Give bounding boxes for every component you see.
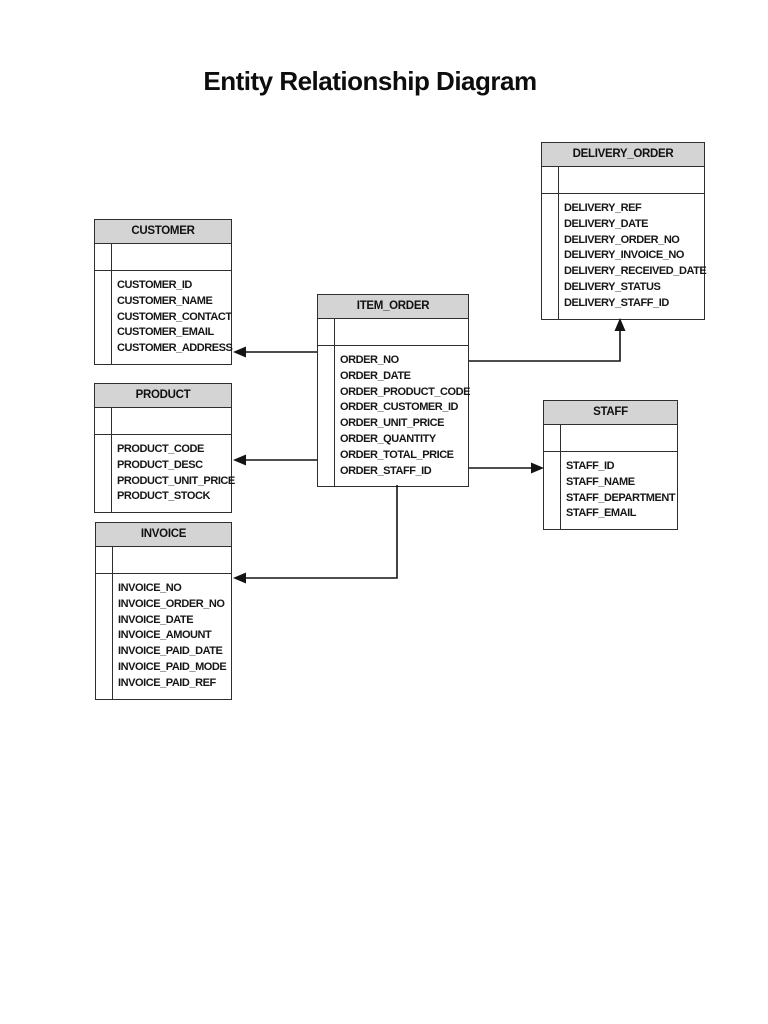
- entity-field-list: INVOICE_NO INVOICE_ORDER_NO INVOICE_DATE IN…: [96, 574, 231, 699]
- entity-field: ORDER_QUANTITY: [340, 432, 436, 445]
- arrowhead-item-order-to-delivery-order: [614, 318, 626, 331]
- entity-field: DELIVERY_INVOICE_NO: [564, 249, 685, 262]
- entity-title-delivery-order: DELIVERY_ORDER: [542, 143, 704, 167]
- entity-field: CUSTOMER_ADDRESS: [117, 342, 233, 355]
- entity-field: ORDER_CUSTOMER_ID: [340, 401, 459, 414]
- entity-field: INVOICE_NO: [118, 582, 182, 594]
- entity-field-list: DELIVERY_REF DELIVERY_DATE DELIVERY_ORDER_…: [542, 194, 707, 319]
- entity-key-row: [95, 408, 231, 435]
- entity-field: PRODUCT_STOCK: [117, 490, 210, 503]
- entity-field: INVOICE_PAID_REF: [118, 676, 216, 689]
- entity-field: ORDER_PRODUCT_CODE: [340, 385, 471, 398]
- entity-key-column-divider: [111, 408, 112, 513]
- entity-item-order: ITEM_ORDER ORDER_NO ORDER_DATE ORDER_PRODUC…: [317, 294, 471, 488]
- entity-field-list: STAFF_ID STAFF_NAME STAFF_DEPARTMENT STAFF_…: [544, 452, 677, 529]
- entity-field: DELIVERY_STAFF_ID: [564, 296, 669, 309]
- entity-field: INVOICE_PAID_DATE: [118, 645, 223, 658]
- entity-field: INVOICE_ORDER_NO: [118, 597, 225, 610]
- entity-field: INVOICE_PAID_MODE: [118, 660, 227, 673]
- entity-field: INVOICE_AMOUNT: [118, 629, 212, 642]
- entity-field: DELIVERY_DATE: [564, 217, 648, 230]
- arrowhead-item-order-to-product: [233, 454, 246, 466]
- entity-field-list: PRODUCT_CODE PRODUCT_DESC PRODUCT_UNIT_PRI…: [95, 435, 235, 512]
- entity-field: STAFF_EMAIL: [566, 507, 637, 520]
- entity-title-staff: STAFF: [544, 401, 677, 425]
- entity-field-list: CUSTOMER_ID CUSTOMER_NAME CUSTOMER_CONTACT…: [95, 271, 233, 364]
- entity-field: DELIVERY_ORDER_NO: [564, 233, 680, 246]
- entity-field: PRODUCT_DESC: [117, 458, 203, 471]
- connector-item-order-to-delivery-order: [469, 331, 621, 362]
- entity-field: ORDER_STAFF_ID: [340, 464, 432, 477]
- entity-key-column-divider: [558, 167, 559, 319]
- entity-field: STAFF_DEPARTMENT: [566, 491, 676, 504]
- entity-field: INVOICE_DATE: [118, 613, 194, 626]
- entity-field: ORDER_UNIT_PRICE: [340, 417, 445, 430]
- entity-field: CUSTOMER_CONTACT: [117, 310, 232, 323]
- entity-title-invoice: INVOICE: [96, 523, 231, 547]
- entity-key-column-divider: [111, 244, 112, 364]
- entity-product: PRODUCT PRODUCT_CODE PRODUCT_DESC PRODUCT_U…: [94, 383, 235, 514]
- entity-field: DELIVERY_REF: [564, 202, 642, 214]
- entity-key-row: [96, 547, 231, 574]
- entity-title-item-order: ITEM_ORDER: [318, 295, 468, 319]
- entity-key-row: [542, 167, 704, 194]
- entity-field: STAFF_NAME: [566, 475, 635, 488]
- entity-field: DELIVERY_STATUS: [564, 280, 661, 293]
- arrowhead-item-order-to-customer: [233, 346, 246, 358]
- entity-field: CUSTOMER_NAME: [117, 294, 213, 307]
- entity-field: STAFF_ID: [566, 460, 615, 472]
- entity-field: ORDER_TOTAL_PRICE: [340, 448, 454, 461]
- entity-field: PRODUCT_CODE: [117, 443, 204, 455]
- entity-key-column-divider: [334, 319, 335, 487]
- arrowhead-item-order-to-invoice: [233, 572, 246, 584]
- entity-field: PRODUCT_UNIT_PRICE: [117, 474, 235, 487]
- entity-field: DELIVERY_RECEIVED_DATE: [564, 265, 707, 278]
- entity-key-row: [95, 244, 231, 271]
- entity-field: CUSTOMER_ID: [117, 279, 192, 291]
- entity-title-customer: CUSTOMER: [95, 220, 231, 244]
- entity-field-list: ORDER_NO ORDER_DATE ORDER_PRODUCT_CODE ORDE…: [318, 346, 471, 486]
- connector-item-order-to-invoice: [246, 485, 398, 579]
- entity-field: ORDER_NO: [340, 354, 399, 366]
- entity-field: CUSTOMER_EMAIL: [117, 326, 214, 339]
- diagram-title: Entity Relationship Diagram: [203, 66, 537, 96]
- entity-key-column-divider: [560, 425, 561, 530]
- entity-key-column-divider: [112, 547, 113, 699]
- entity-title-product: PRODUCT: [95, 384, 231, 408]
- entity-key-row: [318, 319, 468, 346]
- entity-field: ORDER_DATE: [340, 369, 411, 382]
- entity-key-row: [544, 425, 677, 452]
